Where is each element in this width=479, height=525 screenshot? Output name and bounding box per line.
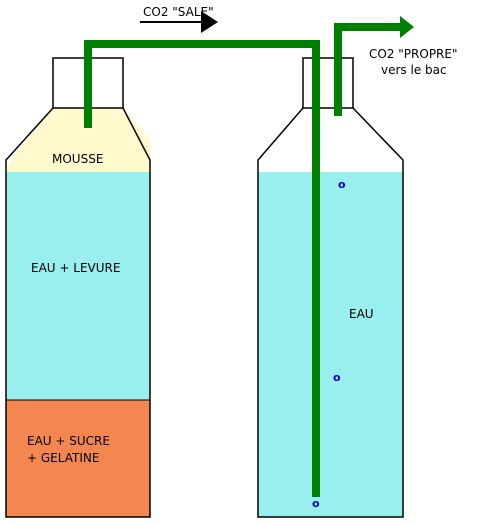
water-yeast-label: EAU + LEVURE [31, 261, 120, 275]
to-tank-label: vers le bac [381, 63, 447, 77]
left-bottle-outline [5, 57, 151, 518]
water-label: EAU [349, 307, 374, 321]
foam-label: MOUSSE [52, 152, 103, 166]
right-bottle [257, 57, 404, 518]
left-bottle-foam-fill [6, 108, 150, 172]
left-bottle-water-fill [6, 172, 150, 400]
bubble-top: o [338, 178, 346, 191]
bubble-middle: o [333, 371, 341, 384]
co2-clean-label: CO2 "PROPRE" [369, 47, 458, 61]
transfer-tube [84, 40, 320, 497]
flow-arrow-head [201, 11, 218, 33]
left-bottle-sugar-layer [6, 400, 150, 517]
left-bottle [5, 57, 151, 518]
sugar-gelatine-label-line2: + GELATINE [27, 451, 99, 465]
sugar-gelatine-label-line1: EAU + SUCRE [27, 434, 110, 448]
co2-tubing [84, 16, 414, 497]
right-arrow-icon [140, 11, 218, 33]
outlet-arrowhead-icon [400, 16, 414, 38]
co2-dirty-label: CO2 "SALE" [143, 5, 214, 19]
right-bottle-outline [257, 57, 404, 518]
right-bottle-water-fill [258, 172, 403, 517]
bubble-bottom: o [312, 497, 320, 510]
outlet-tube [334, 23, 402, 116]
